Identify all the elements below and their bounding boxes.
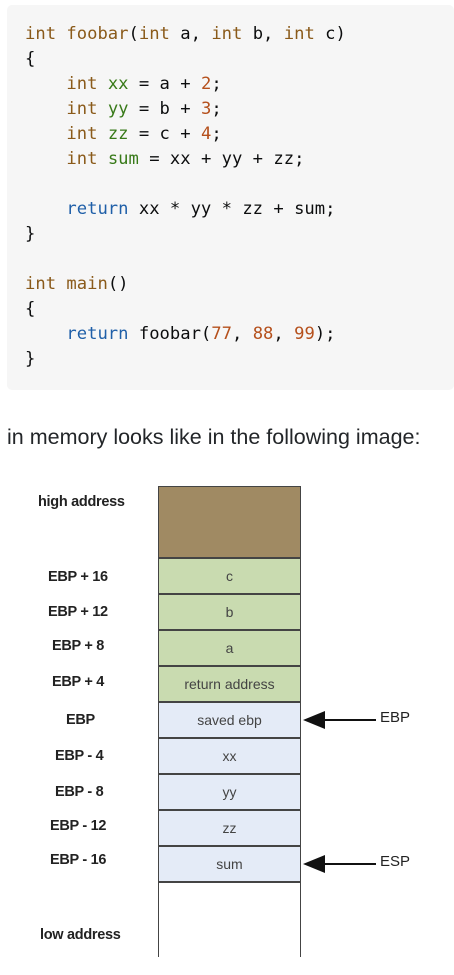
code-token: yy [107,99,129,119]
code-token: int [25,274,57,294]
label-ebp-plus-4: EBP + 4 [52,674,105,690]
code-line: } [25,222,35,247]
stack-cell-return-address: return address [158,666,301,702]
code-token [25,324,66,344]
code-token [97,74,107,94]
label-low-address: low address [40,927,121,943]
code-token: b, [242,24,284,44]
code-line: int main() [25,272,129,297]
stack-cell-a: a [158,630,301,666]
code-token: sum [107,149,139,169]
code-token [56,24,66,44]
ebp-pointer-label: EBP [380,709,411,726]
code-token: 77 [211,324,232,344]
label-ebp-minus-16: EBP - 16 [50,852,107,868]
code-token [25,74,66,94]
code-token: int [66,99,98,119]
code-line: return xx * yy * zz + sum; [25,197,335,222]
stack-cell-c: c [158,558,301,594]
code-token [97,124,107,144]
code-token: int [25,24,57,44]
code-line: int xx = a + 2; [25,72,222,97]
code-line: int zz = c + 4; [25,122,222,147]
stack-cell-saved-ebp: saved ebp [158,702,301,738]
code-line: { [25,297,35,322]
code-token: ; [211,74,222,94]
code-token: , [273,324,295,344]
code-token: xx [107,74,129,94]
stack-cell-high-region [158,486,301,558]
code-token: () [107,274,129,294]
label-ebp-plus-8: EBP + 8 [52,638,105,654]
code-token: foobar [66,24,129,44]
code-token: 99 [294,324,315,344]
stack-diagram: high address EBP + 16 EBP + 12 EBP + 8 E… [0,470,454,975]
code-token: , [232,324,253,344]
code-block: int foobar(int a, int b, int c){ int xx … [7,5,454,390]
esp-pointer-label: ESP [380,853,411,870]
code-token: = xx + yy + zz; [138,149,305,169]
code-token [25,99,66,119]
code-token: 88 [252,324,274,344]
code-token: int [66,124,98,144]
code-token [56,274,66,294]
code-token: int [211,24,243,44]
esp-arrow-head [303,855,325,873]
code-line: { [25,47,35,72]
stack-cell-sum: sum [158,846,301,882]
code-token: return [66,199,129,219]
code-line: } [25,347,35,372]
code-token: 4 [200,124,212,144]
code-line: int yy = b + 3; [25,97,222,122]
code-token: } [25,224,36,244]
code-line: return foobar(77, 88, 99); [25,322,336,347]
code-token: ; [211,124,222,144]
code-token: ); [314,324,336,344]
stack-cell-xx: xx [158,738,301,774]
label-ebp-minus-8: EBP - 8 [55,784,104,800]
code-token: int [66,74,98,94]
code-token [25,124,66,144]
stack-cell-yy: yy [158,774,301,810]
code-line: int sum = xx + yy + zz; [25,147,304,172]
code-token: int [66,149,98,169]
stack-cell-zz: zz [158,810,301,846]
code-token: zz [107,124,129,144]
code-token [97,149,107,169]
code-token: = b + [128,99,201,119]
code-token: int [283,24,315,44]
code-token: ( [128,24,139,44]
label-ebp: EBP [66,712,95,728]
ebp-arrow-line [320,719,376,721]
code-token: main [66,274,108,294]
code-token: 3 [200,99,212,119]
code-line: int foobar(int a, int b, int c) [25,22,346,47]
code-token [97,99,107,119]
code-token: xx * yy * zz + sum; [128,199,336,219]
label-ebp-minus-12: EBP - 12 [50,818,107,834]
esp-arrow-line [320,863,376,865]
label-ebp-minus-4: EBP - 4 [55,748,104,764]
ebp-arrow-head [303,711,325,729]
code-token: = c + [128,124,201,144]
code-token: c) [314,24,346,44]
label-high-address: high address [38,494,125,510]
code-token: 2 [200,74,212,94]
code-token [25,149,66,169]
code-token: return [66,324,129,344]
code-token [25,199,66,219]
code-token: { [25,299,36,319]
code-token: } [25,349,36,369]
code-token: { [25,49,36,69]
label-ebp-plus-16: EBP + 16 [48,569,108,585]
code-token: = a + [128,74,201,94]
stack-cell-b: b [158,594,301,630]
code-token: ; [211,99,222,119]
code-token: foobar( [128,324,212,344]
code-token: int [138,24,170,44]
stack-cell-empty [158,882,301,957]
code-token: a, [169,24,212,44]
prose-text: in memory looks like in the following im… [7,425,421,449]
label-ebp-plus-12: EBP + 12 [48,604,108,620]
